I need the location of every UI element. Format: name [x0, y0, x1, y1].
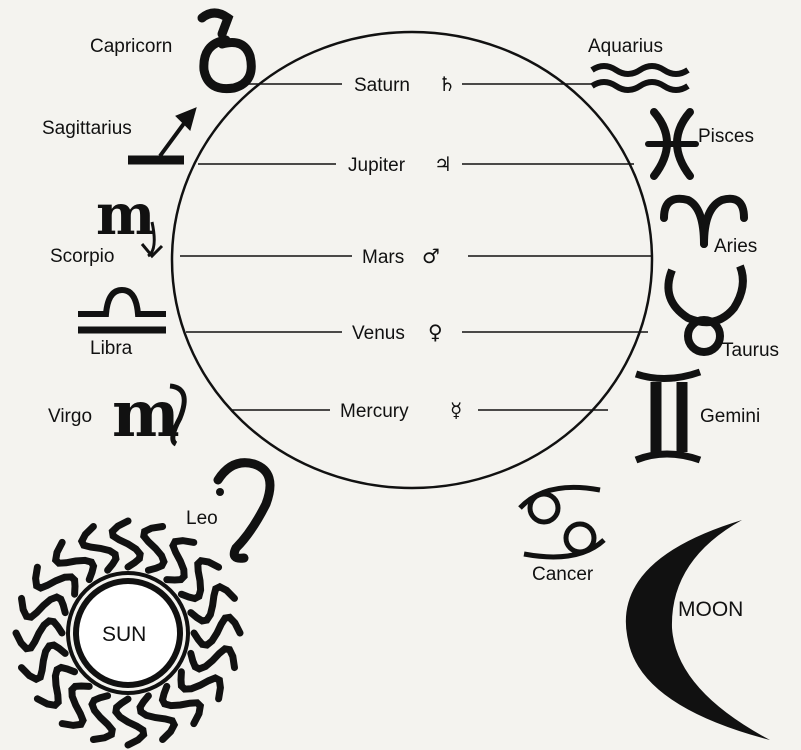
sun-ray — [36, 567, 75, 594]
sun-ray — [144, 527, 164, 571]
capricorn-label: Capricorn — [90, 36, 172, 57]
taurus-label: Taurus — [722, 340, 779, 361]
scorpio-icon: m — [96, 182, 162, 256]
aquarius-label: Aquarius — [588, 36, 663, 57]
planet-jupiter-label: Jupiter — [348, 155, 406, 176]
pisces-label: Pisces — [698, 126, 754, 147]
planet-venus-label: Venus — [352, 323, 405, 344]
leo-icon — [216, 463, 270, 559]
sun-ray — [22, 597, 66, 617]
svg-text:m: m — [112, 377, 180, 452]
libra-label: Libra — [90, 338, 133, 359]
planet-lines — [180, 84, 652, 410]
sun-ray — [167, 541, 194, 580]
virgo-label: Virgo — [48, 406, 92, 427]
mercury-icon: ☿ — [450, 398, 462, 422]
leo-label: Leo — [186, 508, 218, 529]
aries-label: Aries — [714, 236, 757, 257]
saturn-icon: ♄ — [438, 72, 456, 96]
cancer-icon — [520, 487, 604, 557]
sagittarius-label: Sagittarius — [42, 118, 132, 139]
aquarius-icon — [592, 66, 688, 90]
virgo-icon: m — [112, 377, 184, 452]
sun-ray — [62, 686, 89, 725]
planet-saturn-label: Saturn — [354, 75, 410, 96]
cancer-label: Cancer — [532, 564, 594, 585]
moon-icon — [626, 520, 770, 740]
gemini-label: Gemini — [700, 406, 760, 427]
moon-label: MOON — [678, 598, 743, 621]
jupiter-icon: ♃ — [434, 152, 452, 176]
sun-ray — [181, 672, 220, 699]
pisces-icon — [648, 112, 696, 176]
gemini-icon — [636, 372, 700, 460]
planet-mercury-label: Mercury — [340, 401, 409, 422]
venus-icon: ♀ — [428, 320, 443, 344]
planet-mars-label: Mars — [362, 247, 404, 268]
sagittarius-icon — [128, 108, 196, 160]
sun-ray — [191, 649, 235, 669]
mars-icon: ♂ — [422, 244, 440, 268]
scorpio-label: Scorpio — [50, 246, 114, 267]
sun-ray — [92, 696, 112, 740]
capricorn-icon — [202, 13, 251, 89]
planet-orbit-circle — [172, 32, 652, 488]
libra-icon — [78, 290, 166, 330]
sun-label: SUN — [102, 623, 146, 646]
svg-text:m: m — [96, 182, 155, 248]
